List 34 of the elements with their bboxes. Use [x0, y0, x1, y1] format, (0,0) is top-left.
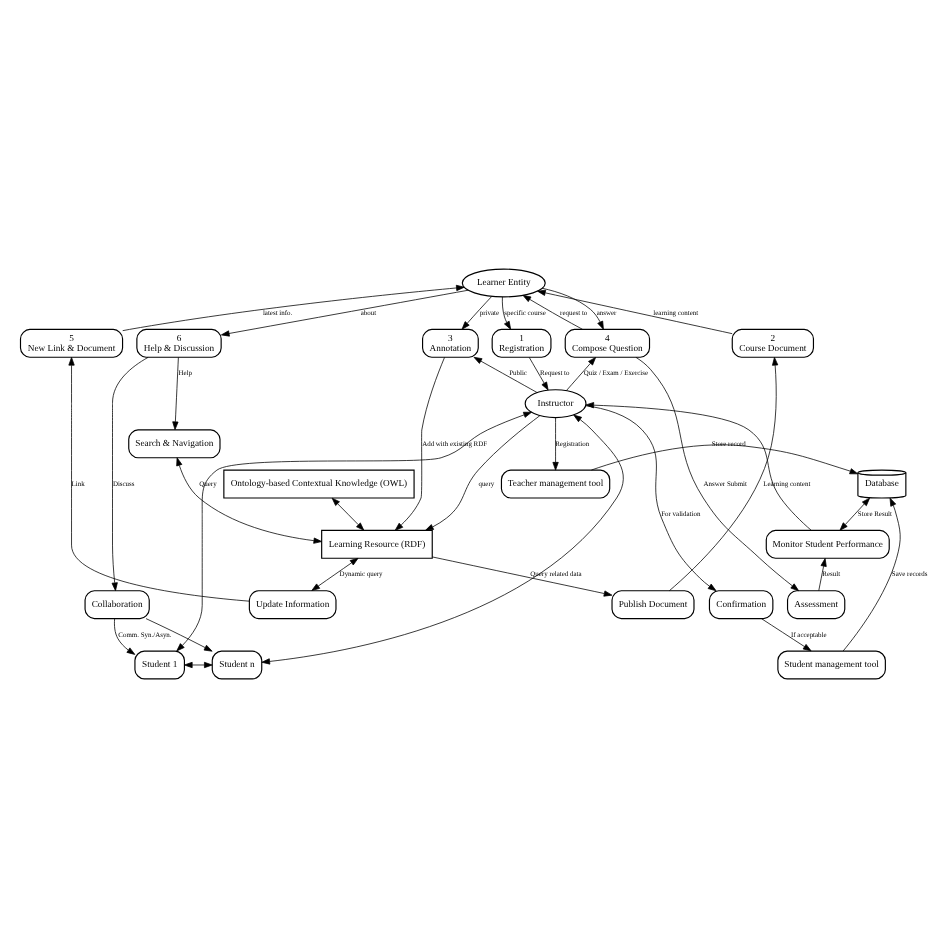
arrow [311, 557, 359, 591]
arrow [111, 356, 149, 591]
arrow [839, 497, 870, 531]
arrow [591, 444, 859, 475]
arrow [761, 618, 812, 652]
arrow [221, 289, 469, 337]
arrow [541, 287, 604, 330]
arrow [635, 356, 799, 592]
arrow [668, 357, 779, 592]
arrow [432, 556, 613, 597]
arrow [585, 402, 812, 531]
arrow [528, 357, 549, 391]
arrow [818, 558, 827, 591]
arrow [68, 357, 250, 602]
arrow [501, 296, 512, 330]
arrow [172, 357, 179, 430]
arrow [176, 411, 532, 652]
arrow [425, 415, 541, 531]
arrow [522, 294, 583, 330]
arrow [473, 356, 538, 393]
arrow [145, 618, 213, 652]
arrow [114, 618, 136, 655]
arrow [122, 284, 465, 332]
arrow [261, 414, 624, 665]
arrow [842, 497, 901, 652]
arrow [537, 289, 733, 335]
arrow [552, 417, 559, 471]
arrow [566, 357, 596, 391]
arrow [331, 497, 365, 531]
arrow [461, 296, 493, 330]
arrow [394, 357, 445, 531]
arrow [585, 405, 717, 592]
arrow [184, 661, 213, 669]
arrow [176, 457, 322, 544]
